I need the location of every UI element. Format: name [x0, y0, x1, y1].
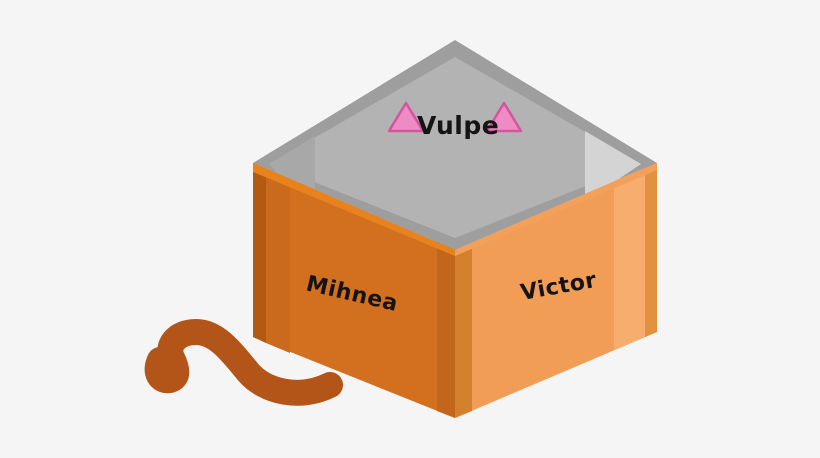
box-rim-left: [253, 163, 455, 256]
box-rim-right: [455, 163, 657, 256]
box-face-right: [455, 163, 657, 418]
box-face-left-seam: [437, 242, 455, 418]
left-ear-icon: [387, 101, 425, 133]
box-face-right-edge-shadow: [645, 163, 657, 337]
box-body: [253, 163, 657, 418]
right-ear-icon: [485, 101, 523, 133]
lid-interior-highlight: [558, 131, 641, 220]
lid-interior: [269, 57, 641, 238]
box-lid: [253, 40, 657, 250]
lid-label: Vulpe: [417, 111, 499, 140]
box-face-left-edge-shadow: [253, 163, 266, 343]
fox-tail: [144, 319, 343, 406]
box-face-left-edge-highlight: [266, 169, 290, 353]
box-face-right-seam: [455, 243, 472, 418]
box-face-left: [253, 163, 455, 418]
box-face-right-edge-highlight: [614, 168, 645, 350]
